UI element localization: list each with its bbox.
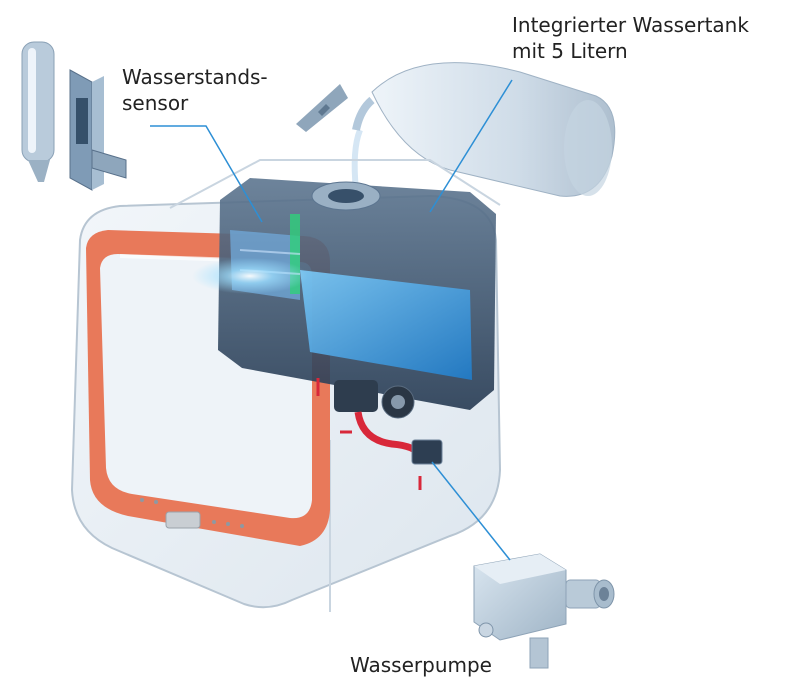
tank-label-line-1: Integrierter Wassertank [512,13,749,37]
water-pump-label: Wasserpumpe [350,652,492,678]
external-pump [473,553,615,669]
mounting-bracket [69,69,127,191]
water-tank-label: Integrierter Wassertank mit 5 Litern [512,12,749,64]
sensor-label-line-2: sensor [122,91,189,115]
filter-cartridge [21,41,55,182]
control-panel [140,498,244,529]
water-level-sensor-label: Wasserstands- sensor [122,64,268,116]
tank-lid [296,84,348,132]
pump-label-text: Wasserpumpe [350,653,492,677]
callout-lines [150,79,513,561]
sensor-glow [192,258,308,294]
tank-callout-line [429,79,513,213]
tank-label-line-2: mit 5 Litern [512,39,628,63]
internal-pump [316,378,443,490]
sensor-label-line-1: Wasserstands- [122,65,268,89]
water-tank [218,178,496,410]
water-jug [351,62,616,197]
sensor-callout-line [150,125,263,223]
pump-callout-line [431,461,511,561]
